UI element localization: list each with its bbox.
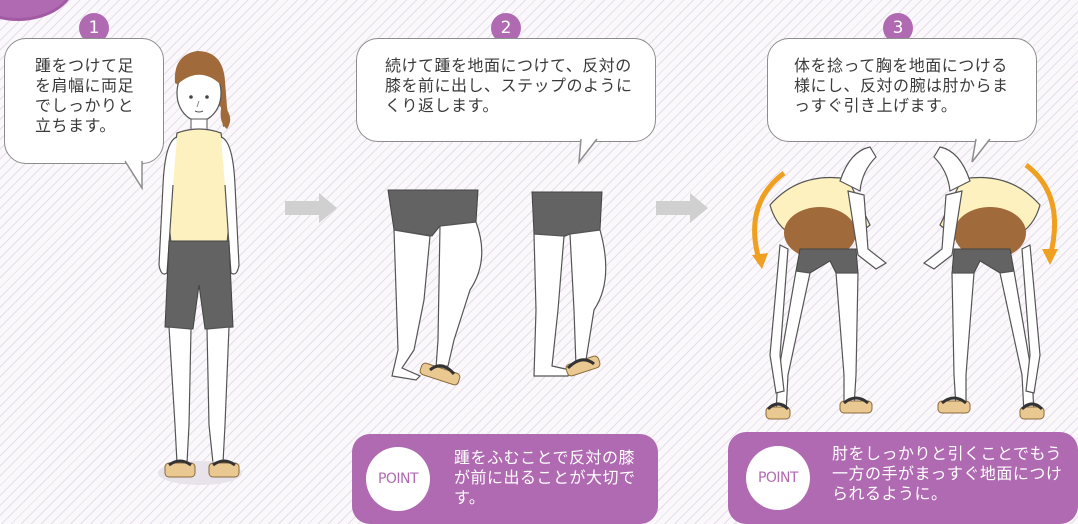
speech-bubble-step-1: 踵をつけて足を肩幅に両足でしっかりと立ちます。 xyxy=(4,38,164,164)
speech-bubble-step-2: 続けて踵を地面につけて、反対の膝を前に出し、ステップのようにくり返します。 xyxy=(356,38,656,142)
bubble-tail-step-2 xyxy=(578,138,598,165)
bubble-tail-step-3 xyxy=(971,138,991,163)
point-label: POINT xyxy=(366,447,430,511)
speech-bubble-step-3: 体を捻って胸を地面につける様にし、反対の腕は肘からまっすぐ引き上げます。 xyxy=(767,38,1037,142)
stepping-legs-figure xyxy=(387,189,607,386)
step-3-text: 体を捻って胸を地面につける様にし、反対の腕は肘からまっすぐ引き上げます。 xyxy=(794,56,1009,115)
point-box-step-3: POINT 肘をしっかりと引くことでもう一方の手がまっすぐ地面につけられるように… xyxy=(728,432,1078,524)
point-label: POINT xyxy=(746,446,810,510)
arrow-right-icon xyxy=(285,193,337,223)
step-2-text: 続けて踵を地面につけて、反対の膝を前に出し、ステップのようにくり返します。 xyxy=(385,56,633,115)
bubble-tail-step-1 xyxy=(124,160,143,191)
point-text: 肘をしっかりと引くことでもう一方の手がまっすぐ地面につけられるように。 xyxy=(832,444,1063,503)
step-1-text: 踵をつけて足を肩幅に両足でしっかりと立ちます。 xyxy=(35,56,135,135)
standing-figure xyxy=(158,51,242,485)
arrow-right-icon xyxy=(656,193,708,223)
bending-figures xyxy=(752,146,1058,420)
corner-decoration xyxy=(0,0,76,21)
point-box-step-2: POINT 踵をふむことで反対の膝が前に出ることが大切です。 xyxy=(352,434,658,524)
point-text: 踵をふむことで反対の膝が前に出ることが大切です。 xyxy=(454,448,636,507)
